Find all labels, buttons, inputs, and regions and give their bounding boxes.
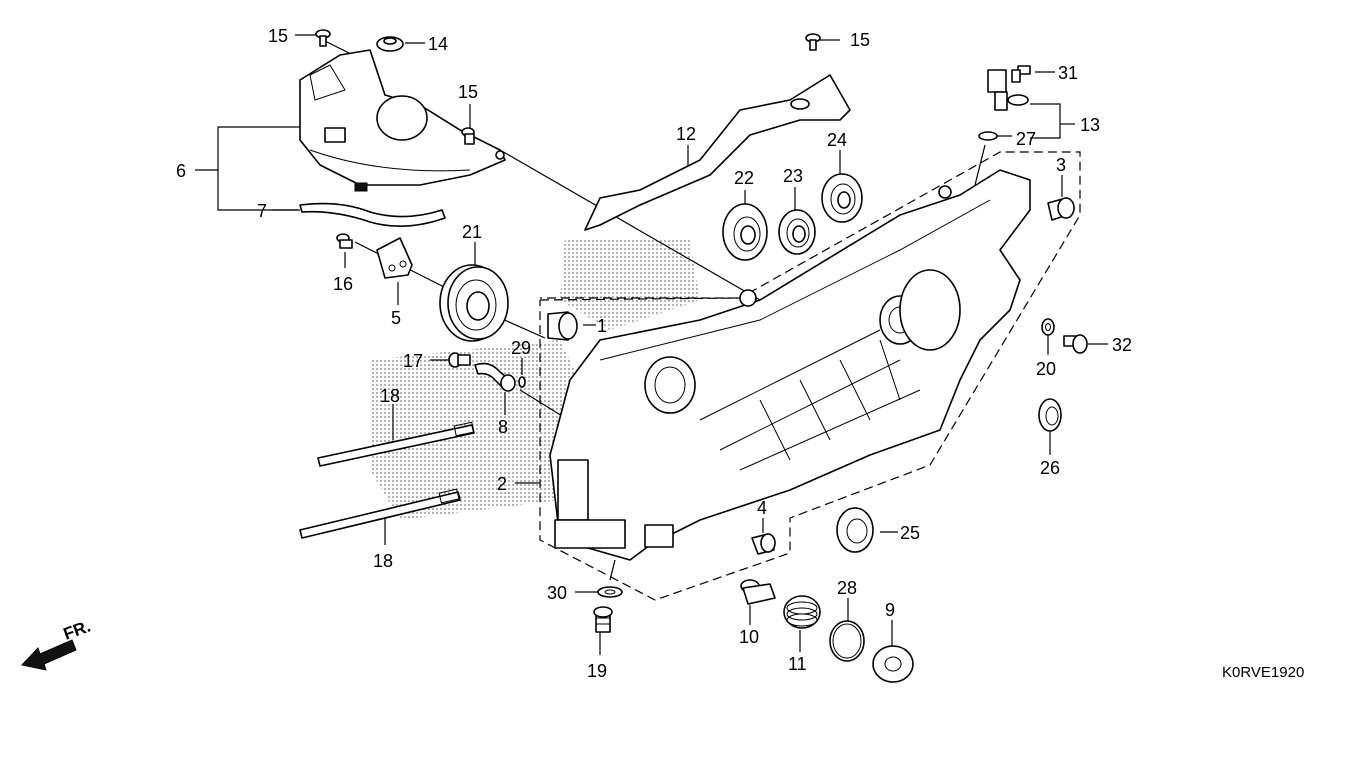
callout-26: 26 — [1040, 458, 1060, 478]
callout-32: 32 — [1112, 335, 1132, 355]
drain-bolt-19 — [593, 606, 613, 633]
callout-6: 6 — [176, 161, 186, 181]
bolt-32 — [1063, 334, 1088, 354]
callout-9: 9 — [885, 600, 895, 620]
callout-24: 24 — [827, 130, 847, 150]
callout-23: 23 — [783, 166, 803, 186]
grommet-14 — [376, 36, 404, 52]
shading — [370, 240, 700, 520]
bolt-17 — [448, 352, 471, 368]
dowel-3 — [1047, 197, 1075, 221]
bracket-5 — [376, 237, 413, 279]
callout-21: 21 — [462, 222, 482, 242]
callout-20: 20 — [1036, 359, 1056, 379]
callout-15-top-left: 15 — [268, 26, 288, 46]
spring-11 — [783, 595, 821, 629]
callout-11: 11 — [788, 654, 807, 674]
callout-8: 8 — [498, 417, 508, 437]
cover-assembly-6 — [299, 49, 506, 192]
bearing-23 — [778, 209, 816, 255]
sensor-13 — [987, 69, 1029, 111]
callout-22: 22 — [734, 168, 754, 188]
callout-19: 19 — [587, 661, 607, 681]
leader-lines — [195, 34, 1108, 655]
callout-16: 16 — [333, 274, 353, 294]
callout-18-lower: 18 — [373, 551, 393, 571]
strainer-10 — [740, 579, 776, 605]
seal-strip-7 — [299, 202, 446, 227]
front-arrow-icon — [21, 639, 77, 671]
callout-15-top-right: 15 — [850, 30, 870, 50]
callout-18-upper: 18 — [380, 386, 400, 406]
washer-30 — [597, 586, 623, 598]
bolt-31 — [1011, 65, 1031, 83]
callout-3: 3 — [1056, 155, 1066, 175]
bolt-15-top-right — [805, 33, 821, 51]
bearing-24 — [821, 173, 863, 223]
callout-labels: 15 14 15 6 7 16 5 21 1 17 29 8 18 18 2 3… — [176, 26, 1132, 681]
cap-nut-9 — [872, 645, 914, 683]
stud-bolt-18-upper — [317, 421, 475, 467]
reference-code: K0RVE1920 — [1222, 664, 1304, 681]
callout-31: 31 — [1058, 63, 1078, 83]
dowel-4 — [751, 533, 776, 555]
bearing-22 — [722, 203, 768, 261]
callout-17: 17 — [403, 351, 423, 371]
oil-seal-25 — [836, 507, 874, 553]
oil-seal-26 — [1038, 398, 1062, 432]
bolt-16 — [336, 233, 353, 249]
bolt-15-top-left — [315, 29, 331, 47]
dowel-pin-1 — [547, 311, 578, 341]
callout-12: 12 — [676, 124, 696, 144]
callout-5: 5 — [391, 308, 401, 328]
callout-27: 27 — [1016, 129, 1036, 149]
callout-15-mid: 15 — [458, 82, 478, 102]
callout-25: 25 — [900, 523, 920, 543]
callout-28: 28 — [837, 578, 857, 598]
parts — [21, 29, 1088, 683]
bearing-21 — [439, 264, 509, 342]
o-ring-27 — [978, 131, 998, 141]
callout-13: 13 — [1080, 115, 1100, 135]
stud-bolt-18-lower — [299, 488, 461, 539]
callout-2: 2 — [497, 474, 507, 494]
washer-20 — [1041, 318, 1055, 336]
callout-29: 29 — [511, 338, 531, 358]
clip-29 — [518, 376, 526, 388]
o-ring-28 — [829, 620, 865, 662]
bolt-15-mid — [461, 127, 475, 145]
group-outlines — [539, 151, 1081, 601]
bracket-arm-12 — [584, 74, 851, 231]
breather-tube-8 — [474, 362, 516, 392]
callout-1: 1 — [597, 316, 607, 336]
callout-4: 4 — [757, 498, 767, 518]
callout-14: 14 — [428, 34, 448, 54]
callout-10: 10 — [739, 627, 759, 647]
crankcase-2 — [549, 169, 1031, 561]
callout-7: 7 — [257, 201, 267, 221]
front-indicator-label: FR. — [61, 617, 93, 644]
callout-30: 30 — [547, 583, 567, 603]
